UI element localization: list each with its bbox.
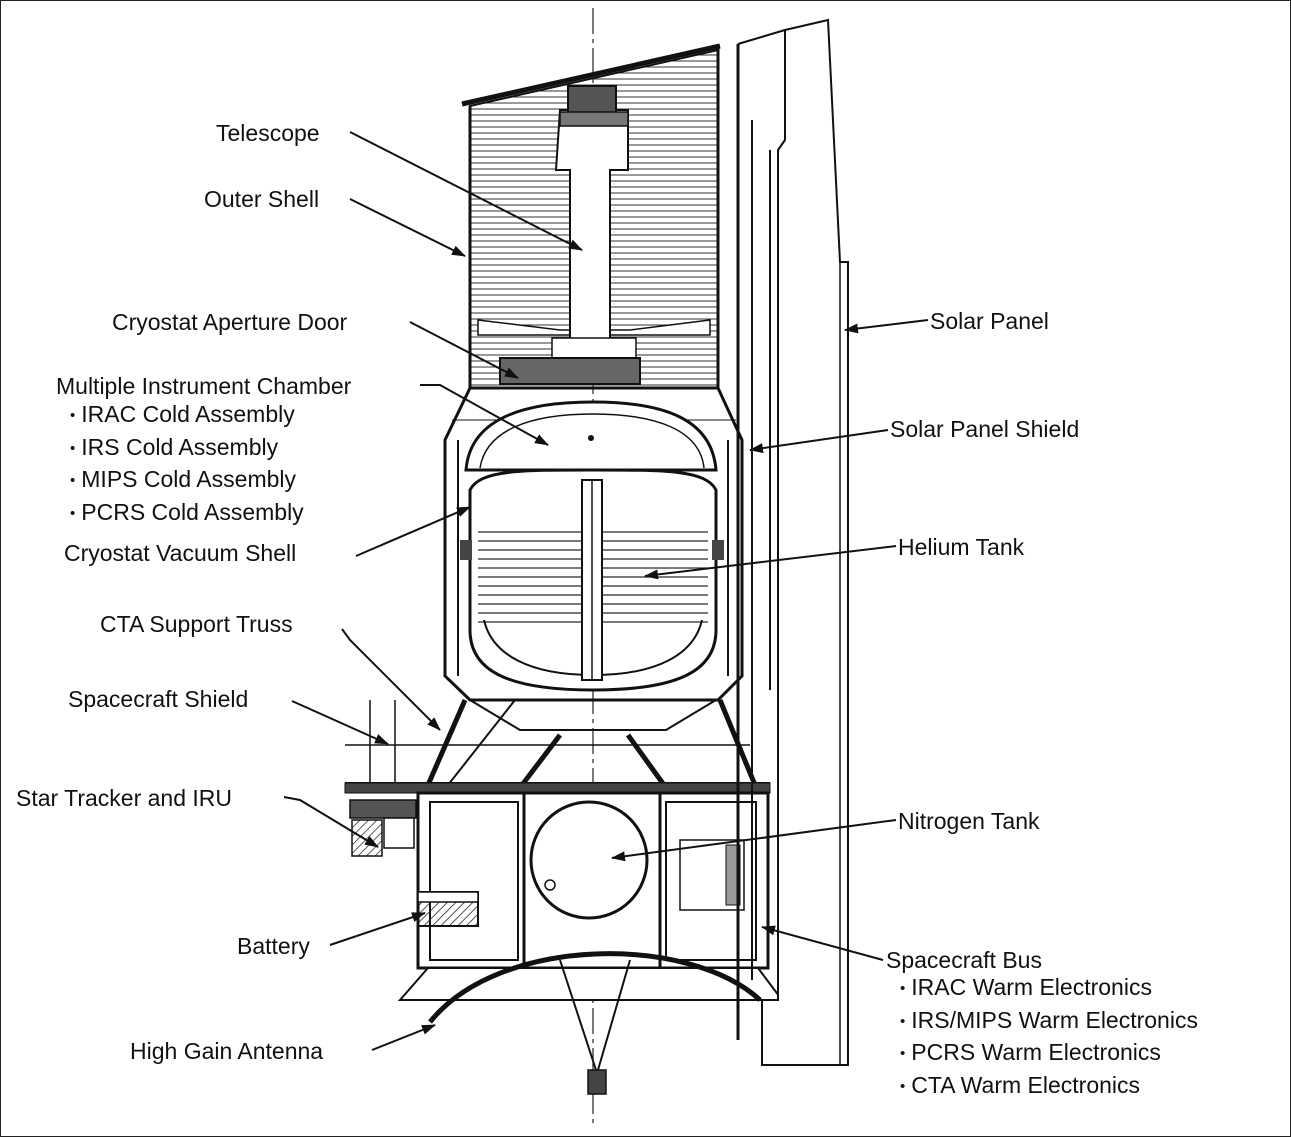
leader-vacuum-shell xyxy=(355,506,471,557)
battery-shape xyxy=(417,891,479,927)
leader-star-tracker xyxy=(283,796,379,848)
leader-spacecraft-bus xyxy=(761,925,884,961)
leader-aperture-door xyxy=(409,321,519,379)
instrument-chamber-item: IRAC Cold Assembly xyxy=(70,400,304,433)
instrument-chamber-item: IRS Cold Assembly xyxy=(70,433,304,466)
solar-panel-shape xyxy=(761,18,849,1066)
instrument-chamber-item: PCRS Cold Assembly xyxy=(70,498,303,531)
label-cryostat-vacuum-shell: Cryostat Vacuum Shell xyxy=(64,540,297,566)
star-tracker-shape xyxy=(349,799,417,857)
leader-high-gain-antenna xyxy=(371,1024,436,1051)
label-outer-shell: Outer Shell xyxy=(204,186,320,212)
solar-panel-shield-shape xyxy=(736,29,786,1040)
support-truss-shape xyxy=(425,699,758,787)
spacecraft-bus-item: IRS/MIPS Warm Electronics xyxy=(900,1006,1198,1039)
label-high-gain-antenna: High Gain Antenna xyxy=(130,1038,324,1064)
leader-nitrogen-tank xyxy=(611,819,897,862)
instrument-chamber-item: MIPS Cold Assembly xyxy=(70,465,304,498)
spacecraft-bus-item: CTA Warm Electronics xyxy=(900,1071,1198,1104)
vacuum-shell-shape xyxy=(457,440,729,676)
leader-outer-shell xyxy=(349,198,466,257)
instrument-chamber-shape xyxy=(464,400,718,472)
high-gain-antenna-shape xyxy=(397,951,784,1095)
label-nitrogen-tank: Nitrogen Tank xyxy=(898,808,1040,834)
leader-spacecraft-shield xyxy=(291,700,389,745)
label-battery: Battery xyxy=(237,933,310,959)
spacecraft-bus-list: IRAC Warm Electronics IRS/MIPS Warm Elec… xyxy=(900,973,1198,1103)
spacecraft-bus-item: IRAC Warm Electronics xyxy=(900,973,1198,1006)
label-star-tracker-and-iru: Star Tracker and IRU xyxy=(16,785,233,811)
spacecraft-bus-item: PCRS Warm Electronics xyxy=(900,1038,1198,1071)
label-cta-support-truss: CTA Support Truss xyxy=(100,611,293,637)
spacecraft-shield-shape xyxy=(344,700,771,794)
label-spacecraft-bus: Spacecraft Bus xyxy=(886,947,1042,973)
label-solar-panel: Solar Panel xyxy=(930,308,1049,334)
label-solar-panel-shield: Solar Panel Shield xyxy=(890,416,1080,442)
label-multiple-instrument-chamber: Multiple Instrument Chamber xyxy=(56,373,352,399)
leader-battery xyxy=(329,912,426,946)
nitrogen-tank-shape xyxy=(529,800,649,920)
instrument-chamber-list: IRAC Cold Assembly IRS Cold Assembly MIP… xyxy=(70,400,304,531)
label-helium-tank: Helium Tank xyxy=(898,534,1025,560)
leader-solar-panel xyxy=(844,319,929,334)
leader-helium-tank xyxy=(644,545,897,580)
label-spacecraft-shield: Spacecraft Shield xyxy=(68,686,249,712)
telescope-shape xyxy=(551,85,637,361)
label-telescope: Telescope xyxy=(216,120,320,146)
spacecraft-bus-shape xyxy=(416,791,770,970)
leader-instrument-chamber xyxy=(420,384,549,446)
label-cryostat-aperture-door: Cryostat Aperture Door xyxy=(112,309,348,335)
helium-tank-shape xyxy=(468,468,718,692)
leader-cta-truss xyxy=(341,628,441,731)
leader-telescope xyxy=(349,131,583,251)
leader-lines xyxy=(283,131,929,1051)
leader-solar-panel-shield xyxy=(749,429,889,454)
